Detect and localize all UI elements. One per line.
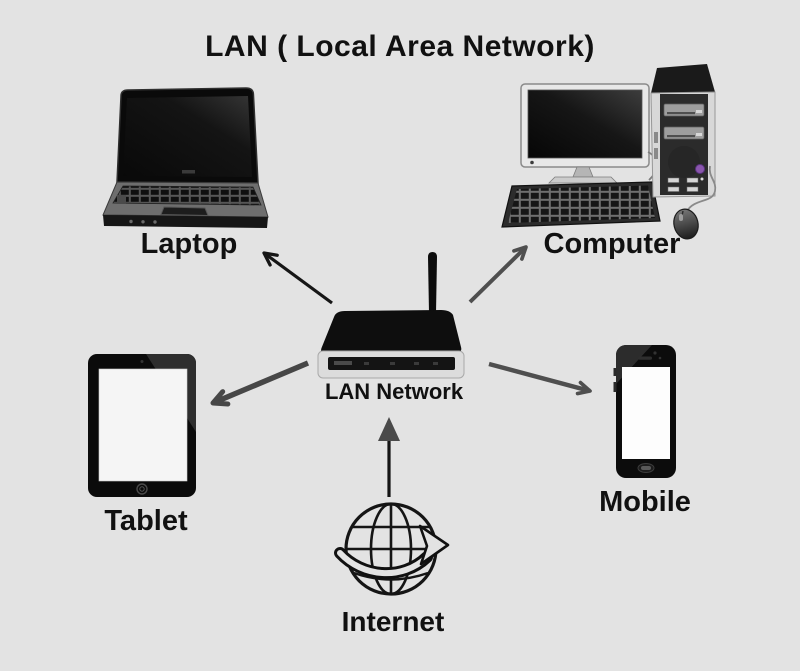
arrow-router-to-laptop — [262, 251, 333, 305]
mobile-label: Mobile — [599, 486, 691, 518]
internet-globe-icon — [334, 502, 450, 596]
computer-label: Computer — [544, 228, 681, 260]
laptop-label: Laptop — [141, 228, 238, 260]
router-label: LAN Network — [325, 379, 464, 404]
arrow-internet-to-router — [378, 417, 400, 497]
arrow-router-to-mobile — [488, 361, 592, 396]
arrow-router-to-tablet — [210, 360, 310, 407]
computer-illustration — [501, 64, 717, 240]
mouse-icon — [673, 208, 699, 240]
router-illustration — [317, 252, 465, 379]
internet-label: Internet — [342, 606, 445, 637]
mobile-illustration — [613, 345, 676, 478]
diagram-title: LAN ( Local Area Network) — [205, 30, 595, 63]
arrow-router-to-computer — [468, 245, 528, 304]
laptop-illustration — [102, 87, 269, 228]
tablet-illustration — [88, 354, 196, 497]
tablet-label: Tablet — [104, 505, 188, 537]
